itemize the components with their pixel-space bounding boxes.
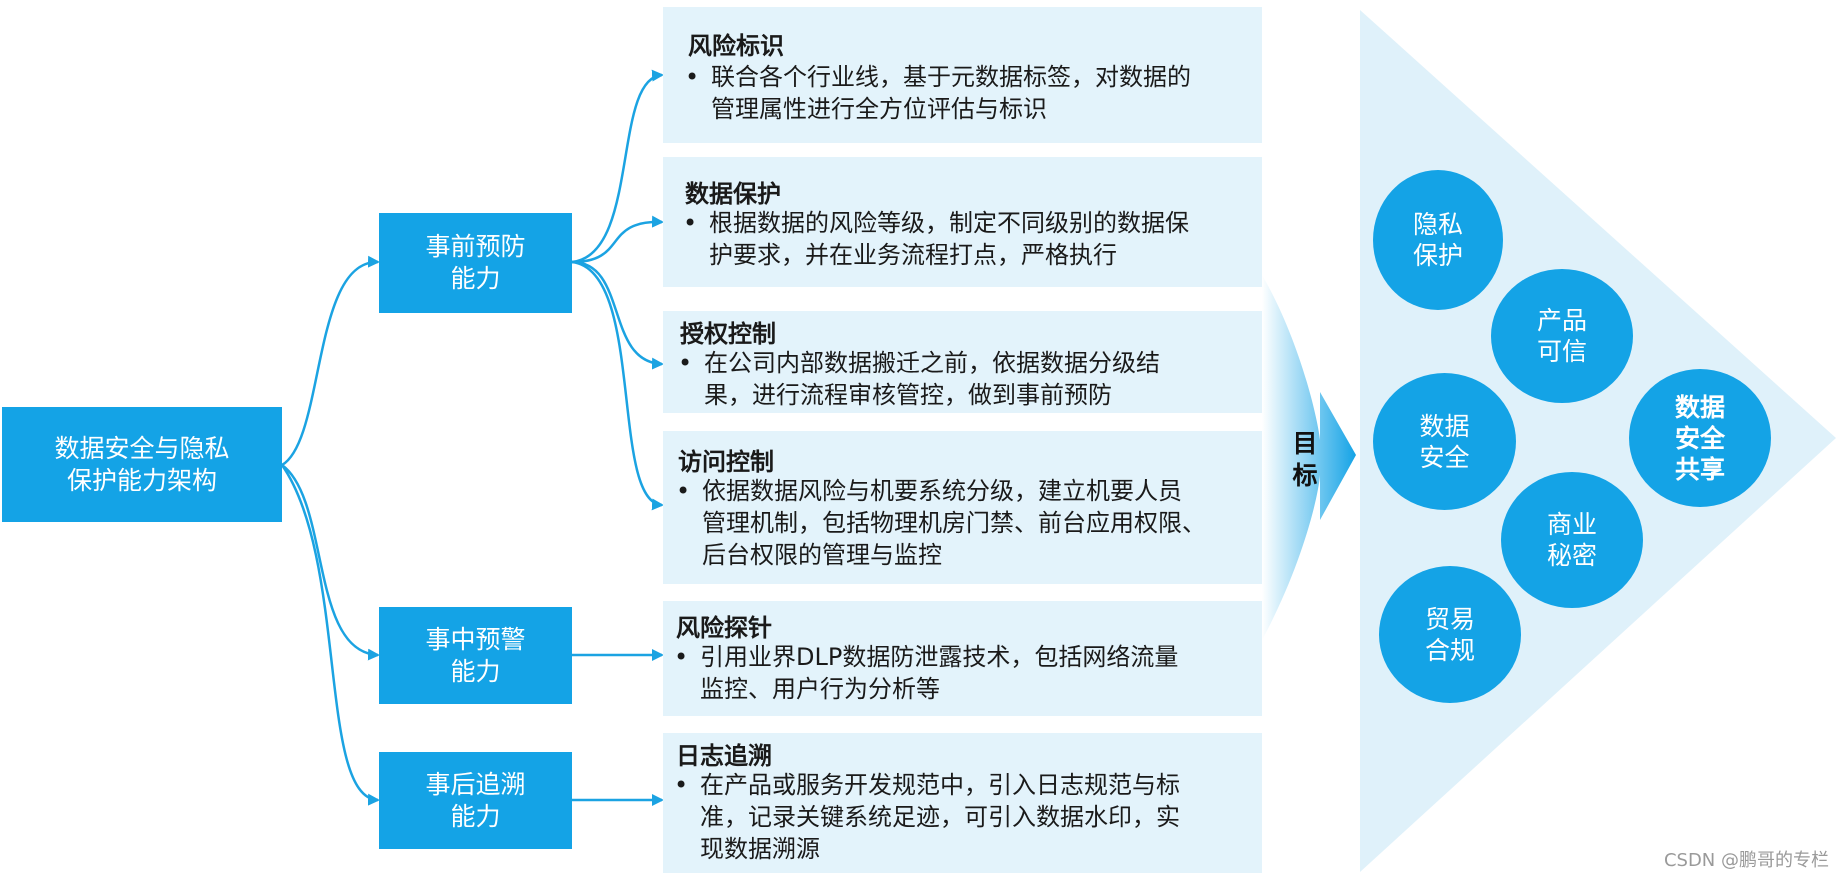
panel-body: • 在产品或服务开发规范中，引入日志规范与标 准，记录关键系统足迹，可引入数据水… xyxy=(674,769,1248,865)
goal-circle-data-security: 数据 安全 xyxy=(1373,373,1516,510)
goal-circle-product-trust: 产品 可信 xyxy=(1491,269,1633,403)
capability-trace-line2: 能力 xyxy=(450,801,501,831)
panel-line: 根据数据的风险等级，制定不同级别的数据保 xyxy=(709,209,1189,237)
panel-line: 管理机制，包括物理机房门禁、前台应用权限、 xyxy=(702,509,1206,537)
connector-root-to-prevent xyxy=(281,255,380,467)
panel-line: 果，进行流程审核管控，做到事前预防 xyxy=(704,381,1112,409)
bullet: • xyxy=(676,477,691,505)
panel-line: 准，记录关键系统足迹，可引入数据水印，实 xyxy=(700,803,1180,831)
panel-body: • 联合各个行业线，基于元数据标签，对数据的 管理属性进行全方位评估与标识 xyxy=(685,61,1248,125)
bullet: • xyxy=(674,643,689,671)
panel-line: 监控、用户行为分析等 xyxy=(700,675,940,703)
connector-prevent-to-risk-id xyxy=(571,69,664,264)
goal-line: 隐私 xyxy=(1412,210,1463,239)
panel-title: 访问控制 xyxy=(678,448,774,476)
goal-line: 商业 xyxy=(1546,510,1597,539)
panel-log-tracing: 日志追溯 • 在产品或服务开发规范中，引入日志规范与标 准，记录关键系统足迹，可… xyxy=(663,733,1262,873)
bullet: • xyxy=(683,209,698,237)
panel-title: 风险探针 xyxy=(676,614,772,642)
goal-circle-trade-compliance: 贸易 合规 xyxy=(1379,566,1521,703)
final-goal-line: 数据 xyxy=(1674,392,1725,422)
goal-circle-business-secret: 商业 秘密 xyxy=(1501,472,1643,608)
capability-prevent-line2: 能力 xyxy=(450,264,501,293)
panel-body: • 在公司内部数据搬迁之前，依据数据分级结 果，进行流程审核管控，做到事前预防 xyxy=(678,347,1248,411)
panel-line: 在公司内部数据搬迁之前，依据数据分级结 xyxy=(704,349,1160,377)
panel-data-protection: 数据保护 • 根据数据的风险等级，制定不同级别的数据保 护要求，并在业务流程打点… xyxy=(663,157,1262,287)
panel-authorization-control: 授权控制 • 在公司内部数据搬迁之前，依据数据分级结 果，进行流程审核管控，做到… xyxy=(663,311,1262,413)
goal-line: 秘密 xyxy=(1546,541,1597,570)
bullet: • xyxy=(685,63,700,91)
panel-line: 护要求，并在业务流程打点，严格执行 xyxy=(709,241,1117,269)
connector-prevent-to-auth xyxy=(571,260,664,370)
panel-risk-identification: 风险标识 • 联合各个行业线，基于元数据标签，对数据的 管理属性进行全方位评估与… xyxy=(663,7,1262,143)
goal-line: 数据 xyxy=(1419,411,1470,441)
root-line2: 保护能力架构 xyxy=(66,465,217,495)
goal-circle-privacy: 隐私 保护 xyxy=(1373,170,1503,310)
goal-line: 安全 xyxy=(1419,442,1470,472)
panel-line: 现数据溯源 xyxy=(700,835,820,863)
goal-arrow xyxy=(1262,275,1356,640)
watermark-text: CSDN @鹏哥的专栏 xyxy=(1663,850,1829,871)
connector-root-to-warning xyxy=(281,463,380,661)
goal-char2: 标 xyxy=(1292,461,1318,490)
panel-line: 后台权限的管理与监控 xyxy=(702,541,942,569)
bullet: • xyxy=(674,771,689,799)
goal-label: 目 标 xyxy=(1289,428,1321,492)
panel-title: 授权控制 xyxy=(680,320,776,348)
panel-body: • 引用业界DLP数据防泄露技术，包括网络流量 监控、用户行为分析等 xyxy=(674,641,1248,705)
bullet: • xyxy=(678,349,693,377)
root-line1: 数据安全与隐私 xyxy=(54,433,230,463)
final-goal-line: 安全 xyxy=(1674,423,1725,453)
capability-warning-line1: 事中预警 xyxy=(425,624,526,654)
panel-line: 联合各个行业线，基于元数据标签，对数据的 xyxy=(711,63,1191,91)
panel-line: 在产品或服务开发规范中，引入日志规范与标 xyxy=(700,771,1180,799)
connector-root-to-trace xyxy=(280,464,380,806)
goal-line: 可信 xyxy=(1536,337,1587,366)
goal-line: 产品 xyxy=(1536,306,1587,335)
goal-line: 贸易 xyxy=(1424,604,1475,634)
capability-trace-line1: 事后追溯 xyxy=(425,769,526,799)
connector-prevent-to-data-protect xyxy=(571,215,664,264)
root-capability-box: 数据安全与隐私 保护能力架构 xyxy=(2,407,282,522)
final-goal-line: 共享 xyxy=(1674,454,1725,484)
capability-warning-line2: 能力 xyxy=(450,656,501,686)
panel-title: 数据保护 xyxy=(685,180,781,208)
goal-line: 合规 xyxy=(1424,635,1475,665)
panel-title: 日志追溯 xyxy=(676,742,772,770)
panel-body: • 依据数据风险与机要系统分级，建立机要人员 管理机制，包括物理机房门禁、前台应… xyxy=(676,475,1248,571)
goal-line: 保护 xyxy=(1412,241,1463,270)
capability-trace-box: 事后追溯 能力 xyxy=(379,752,572,849)
capability-warning-box: 事中预警 能力 xyxy=(379,607,572,704)
goal-char1: 目 xyxy=(1292,429,1318,458)
final-goal-circle: 数据 安全 共享 xyxy=(1629,369,1771,507)
capability-prevent-line1: 事前预防 xyxy=(425,232,526,261)
panel-access-control: 访问控制 • 依据数据风险与机要系统分级，建立机要人员 管理机制，包括物理机房门… xyxy=(663,431,1262,584)
panel-risk-probe: 风险探针 • 引用业界DLP数据防泄露技术，包括网络流量 监控、用户行为分析等 xyxy=(663,601,1262,716)
capability-prevent-box: 事前预防 能力 xyxy=(379,213,572,313)
panel-line: 引用业界DLP数据防泄露技术，包括网络流量 xyxy=(700,643,1179,671)
panel-title: 风险标识 xyxy=(688,32,784,60)
connector-prevent-to-access xyxy=(571,260,664,511)
panel-line: 依据数据风险与机要系统分级，建立机要人员 xyxy=(702,477,1182,505)
panel-body: • 根据数据的风险等级，制定不同级别的数据保 护要求，并在业务流程打点，严格执行 xyxy=(683,207,1248,271)
panel-line: 管理属性进行全方位评估与标识 xyxy=(711,95,1047,123)
